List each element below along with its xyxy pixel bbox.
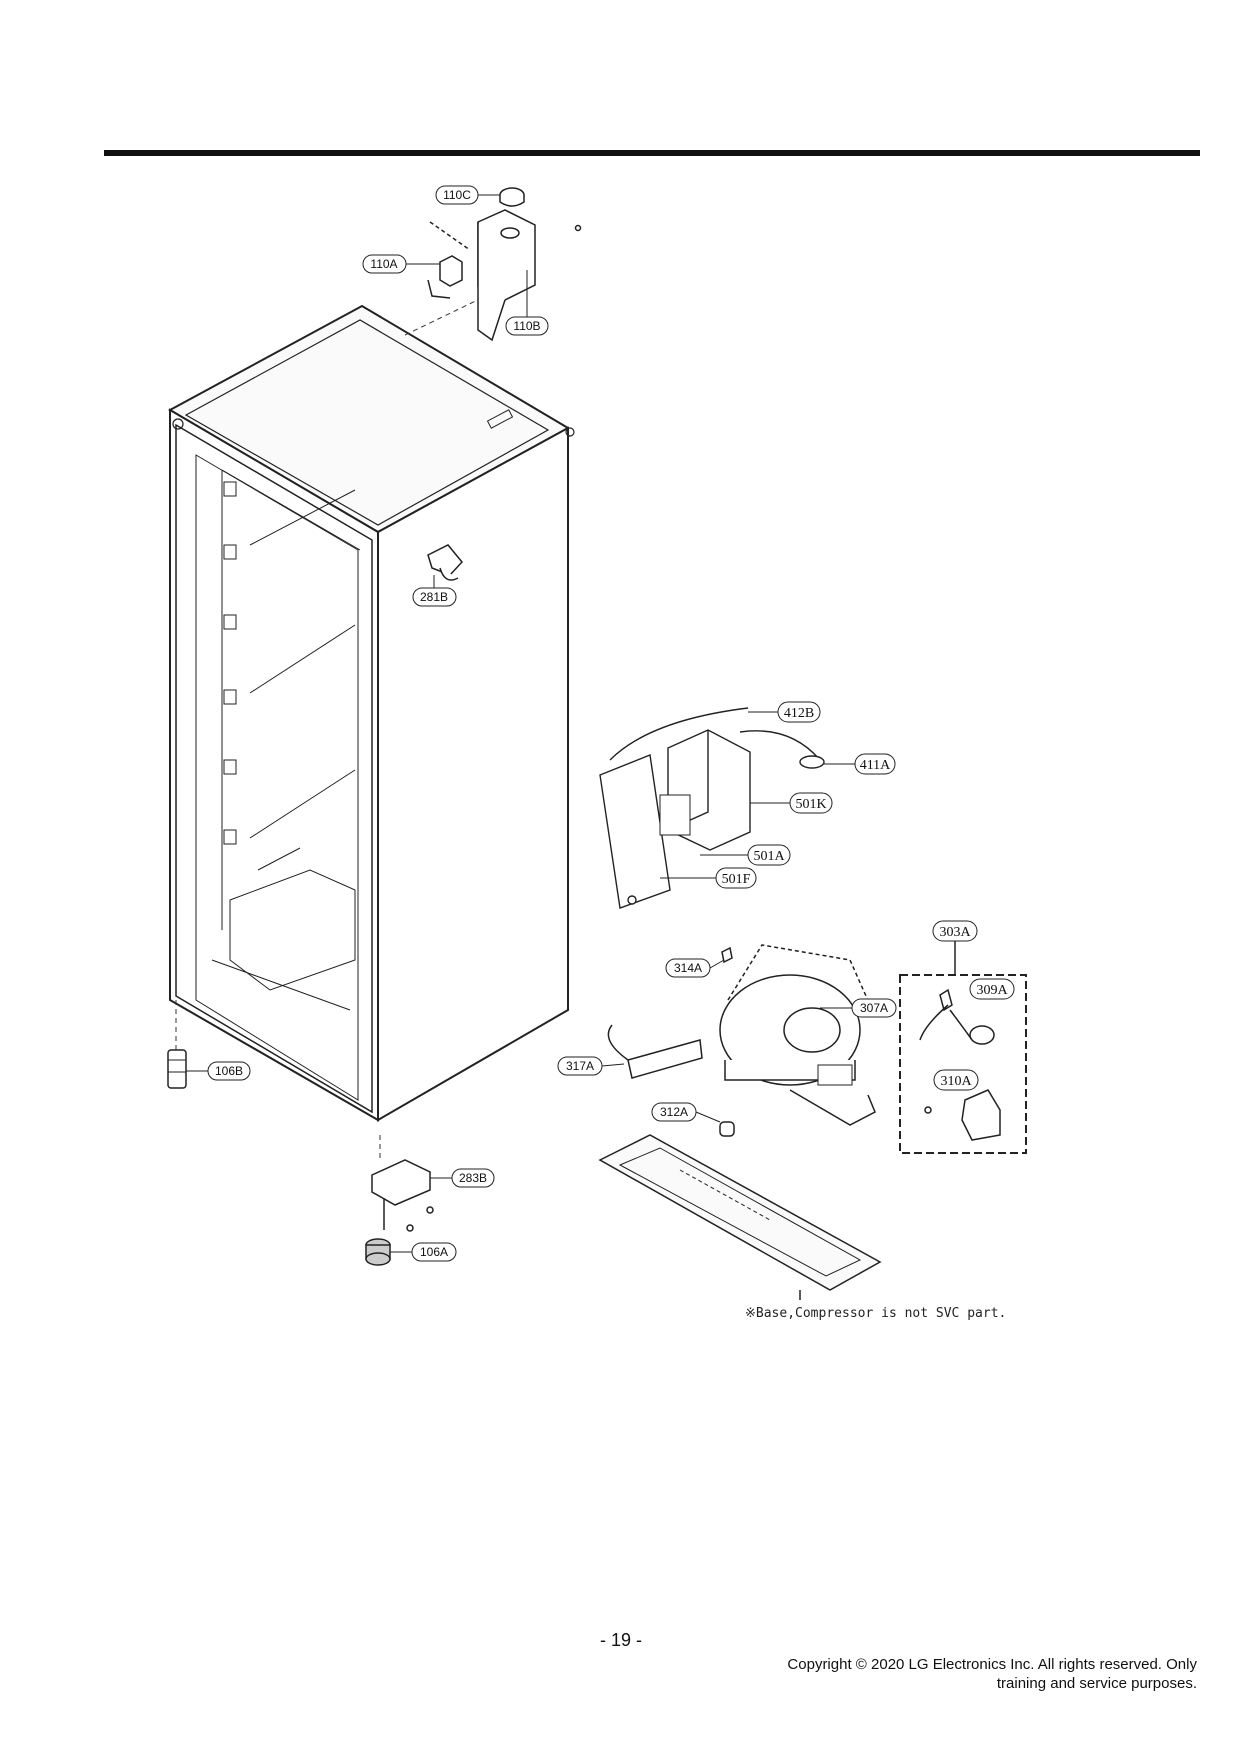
top-control-assembly xyxy=(427,187,582,342)
callout-307A xyxy=(851,998,897,1018)
callout-label: 412B xyxy=(784,706,814,721)
callout-501F xyxy=(715,867,757,889)
callout-110A xyxy=(362,254,407,274)
callout-label: 411A xyxy=(860,758,891,773)
callout-label: 283B xyxy=(459,1171,487,1185)
control-box-assembly xyxy=(599,707,825,909)
callout-303A xyxy=(932,920,978,942)
callout-314A xyxy=(665,958,711,978)
bracket-281B xyxy=(427,544,463,581)
callout-309A xyxy=(969,978,1015,1000)
callout-label: 317A xyxy=(566,1059,594,1073)
refrigerator-cabinet xyxy=(167,304,575,1122)
callout-412B xyxy=(777,701,821,723)
callout-106B xyxy=(207,1061,251,1081)
callout-label: 281B xyxy=(420,590,448,604)
callout-label: 501K xyxy=(795,797,826,812)
callout-label: 110A xyxy=(370,257,397,271)
page-number: - 19 - xyxy=(599,1630,642,1650)
callout-label: 312A xyxy=(660,1105,688,1119)
kit-303A xyxy=(899,941,1027,1154)
compressor-assembly xyxy=(598,944,882,1300)
callout-501A xyxy=(747,844,791,866)
callout-283B xyxy=(451,1168,495,1188)
callout-label: 310A xyxy=(940,1074,972,1089)
copyright-notice: Copyright © 2020 LG Electronics Inc. All… xyxy=(787,1656,1197,1692)
leader-line xyxy=(404,294,489,336)
service-note: ※Base,Compressor is not SVC part. xyxy=(745,1306,1007,1321)
callout-317A xyxy=(557,1056,603,1076)
callout-310A xyxy=(933,1069,979,1091)
callout-label: 501A xyxy=(753,849,785,864)
callout-110B xyxy=(505,316,549,336)
callout-label: 110B xyxy=(513,319,540,333)
callout-label: 106B xyxy=(215,1064,243,1078)
bracket-283B xyxy=(371,1159,434,1232)
callout-label: 314A xyxy=(674,961,702,975)
header-rule xyxy=(104,150,1200,156)
callout-501K xyxy=(789,792,833,814)
callout-281B xyxy=(412,587,457,607)
callout-106A xyxy=(411,1242,457,1262)
leg-106B xyxy=(167,1049,187,1089)
callout-label: 501F xyxy=(722,872,751,887)
callout-label: 303A xyxy=(939,925,971,940)
callout-411A xyxy=(854,753,896,775)
callout-label: 110C xyxy=(443,188,471,202)
foot-106A xyxy=(365,1238,391,1266)
callout-312A xyxy=(651,1102,697,1122)
callout-110C xyxy=(435,185,479,205)
callout-label: 106A xyxy=(420,1245,448,1259)
callout-label: 307A xyxy=(860,1001,888,1015)
callout-label: 309A xyxy=(976,983,1008,998)
